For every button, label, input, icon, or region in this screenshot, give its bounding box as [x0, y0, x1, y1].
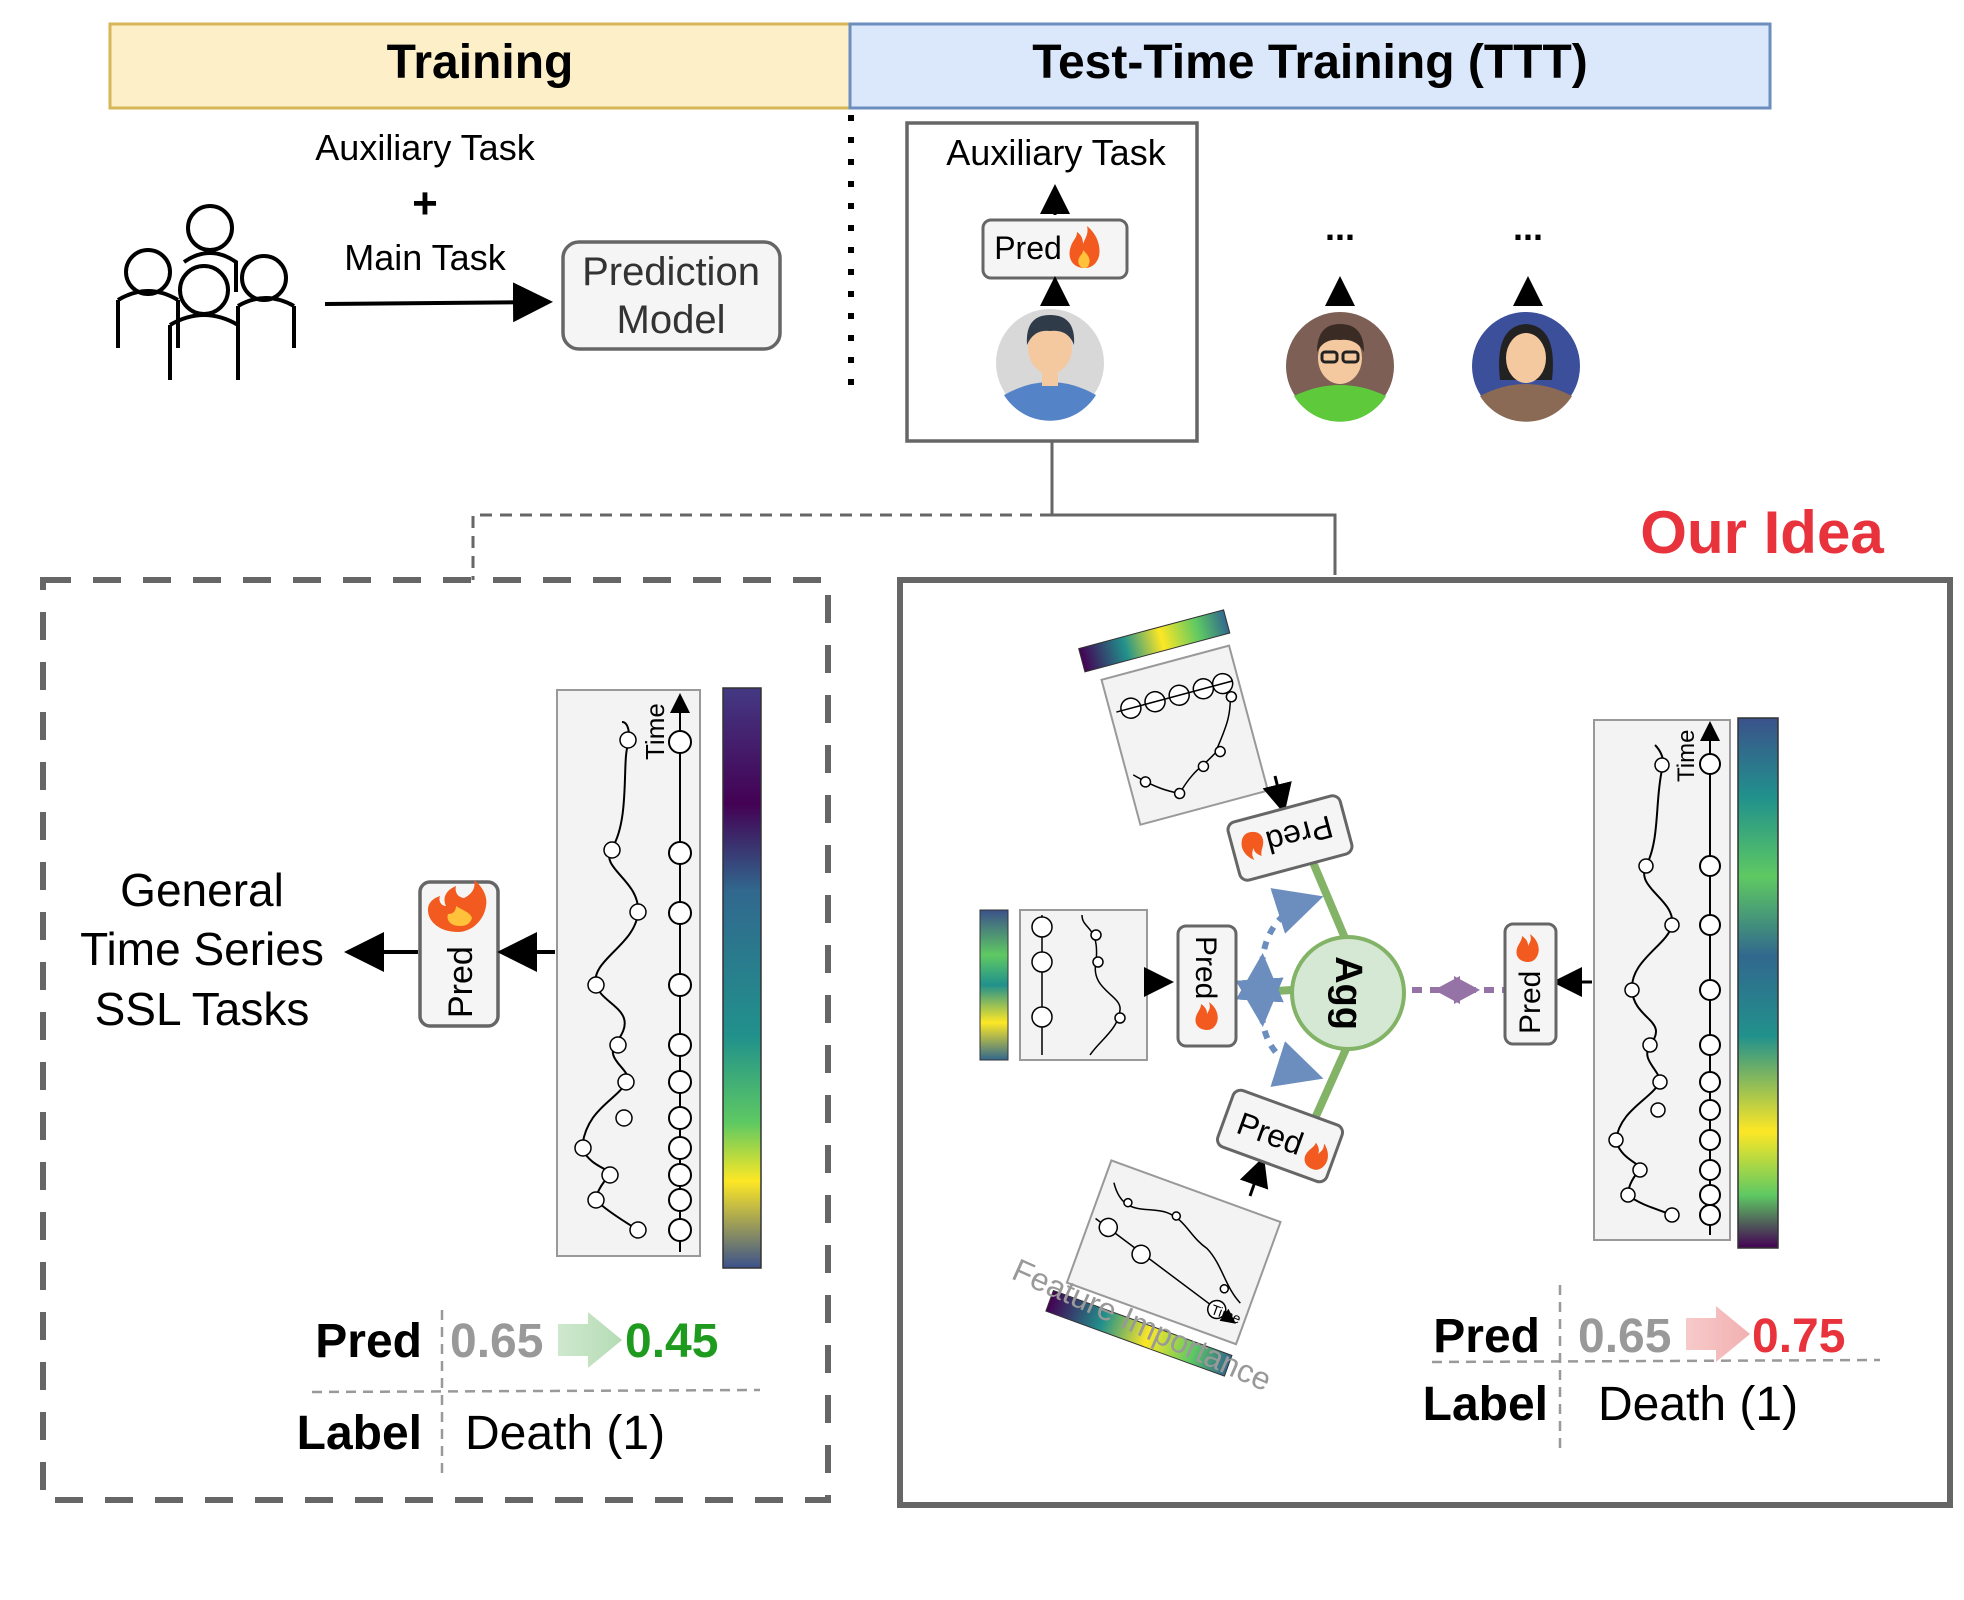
right-panel: Our Idea Agg: [897, 499, 1953, 1508]
left-feature-importance-bar: [722, 687, 762, 1269]
training-auxiliary-task: Auxiliary Task: [315, 127, 535, 168]
mid-left-fire-icon: [1195, 1002, 1218, 1030]
ttt-ellipsis-1: ...: [1325, 207, 1355, 248]
left-panel-box: [40, 577, 831, 1503]
ttt-auxiliary-task: Auxiliary Task: [946, 132, 1166, 173]
right-label-value: Death (1): [1598, 1378, 1798, 1431]
left-panel: General Time Series SSL Tasks Pred Time …: [40, 577, 831, 1503]
top-pred-box-group: Pred: [1226, 794, 1354, 882]
left-label-value: Death (1): [465, 1407, 665, 1460]
left-pred-after: 0.45: [625, 1315, 718, 1368]
left-pred-change-arrow: [558, 1312, 622, 1368]
prediction-model-box: [561, 240, 782, 351]
connector-left-dashed: [471, 513, 1052, 580]
ttt-header-box: [848, 22, 1772, 110]
ssl-line3: SSL Tasks: [95, 983, 310, 1035]
purple-arrowhead-left: [1434, 976, 1460, 1004]
training-section: Auxiliary Task + Main Task Prediction Mo…: [116, 115, 854, 395]
connector-right: [1052, 513, 1337, 575]
agg-label: Agg: [1327, 956, 1369, 1030]
mid-left-curve-points: [1090, 929, 1126, 1024]
left-table-hline: [311, 1388, 761, 1394]
left-result-pred-label: Pred: [315, 1315, 422, 1368]
right-table-hline: [1431, 1358, 1881, 1364]
left-time-points: [668, 730, 692, 1242]
prediction-model-line2: Model: [617, 298, 726, 342]
right-pred-change-arrow: [1686, 1306, 1750, 1362]
training-arrow: [324, 282, 553, 323]
bottom-timeseries-group: Time: [1045, 1159, 1282, 1377]
training-main-task: Main Task: [344, 237, 506, 278]
right-time-points: [1699, 753, 1721, 1226]
ttt-header-label: Test-Time Training (TTT): [1032, 36, 1588, 89]
mid-left-pred-label: Pred: [1189, 936, 1222, 999]
right-fire-icon: [1516, 934, 1539, 962]
right-curve-points: [1608, 757, 1680, 1223]
right-label-label: Label: [1423, 1378, 1548, 1431]
training-header-box: [108, 22, 852, 110]
left-curve-points: [574, 731, 647, 1239]
bottom-pred-box-group: Pred: [1215, 1088, 1345, 1184]
purple-arrowhead-right: [1454, 976, 1480, 1004]
fire-icon: [1069, 226, 1100, 268]
left-time-label: Time: [640, 703, 670, 760]
ttt-section: Auxiliary Task Pred ... ...: [471, 121, 1580, 580]
training-header-label: Training: [387, 36, 574, 89]
right-pred-after: 0.75: [1752, 1310, 1845, 1363]
right-time-label: Time: [1673, 730, 1700, 782]
ttt-ellipsis-2: ...: [1513, 207, 1543, 248]
left-label-label: Label: [297, 1407, 422, 1460]
patient-avatar-woman: [1472, 312, 1580, 422]
top-ts-arrow: [1262, 775, 1292, 814]
mid-left-importance-bar: [979, 909, 1009, 1061]
bottom-ts-arrow: [1239, 1156, 1269, 1197]
agg-edge-top: [1308, 858, 1354, 952]
mid-left-time-points: [1031, 916, 1053, 1028]
our-idea-title: Our Idea: [1640, 499, 1884, 566]
ttt-pred-label: Pred: [994, 230, 1062, 266]
left-fire-icon: [428, 880, 487, 932]
prediction-model-line1: Prediction: [582, 250, 760, 294]
agg-edge-bottom: [1308, 1038, 1354, 1127]
top-timeseries-group: [1078, 609, 1270, 826]
mid-left-timeseries-panel: [1019, 909, 1148, 1061]
training-plus: +: [412, 179, 438, 228]
mid-left-curve: [1081, 914, 1121, 1056]
ssl-line1: General: [120, 864, 284, 916]
left-pred-label: Pred: [442, 946, 480, 1018]
left-pred-before: 0.65: [450, 1315, 543, 1368]
mid-left-pred-box: [1176, 924, 1238, 1048]
agg-edge-left: [1244, 986, 1293, 997]
group-of-people-icon: [116, 204, 296, 380]
right-pred-label: Pred: [1514, 971, 1547, 1034]
right-result-pred-label: Pred: [1433, 1310, 1540, 1363]
right-panel-box: [897, 577, 1953, 1508]
ssl-line2: Time Series: [80, 923, 324, 975]
header: Training Test-Time Training (TTT): [108, 22, 1772, 110]
right-pred-before: 0.65: [1578, 1310, 1671, 1363]
right-feature-importance-bar: [1737, 717, 1779, 1249]
left-timeseries-panel: [556, 689, 701, 1257]
patient-avatar-glasses: [1286, 312, 1394, 422]
patient-avatar-man: [996, 309, 1104, 421]
